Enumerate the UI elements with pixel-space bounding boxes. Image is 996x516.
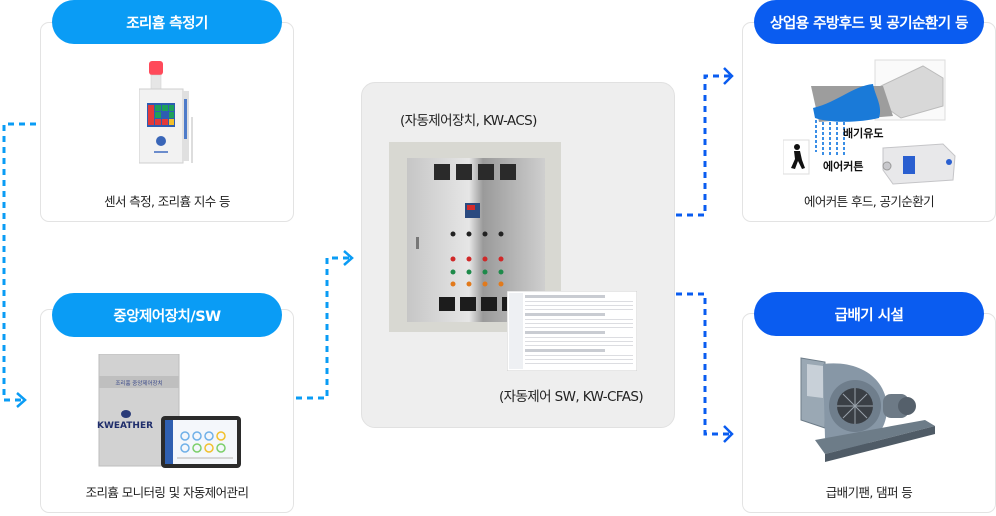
central-node: 조리흄 중앙제어장치 KWEATHER 조리흄 모니터링 및 자동제어관리: [40, 309, 294, 513]
hood-caption: 에어커튼 후드, 공기순환기: [803, 194, 935, 209]
edge-sensor-to-central: [2, 122, 36, 408]
hood-title-pill: 상업용 주방후드 및 공기순환기 등: [754, 0, 984, 44]
fan-node: 급배기팬, 댐퍼 등: [742, 313, 996, 513]
edge-central-to-controller: [296, 250, 354, 400]
arrow-head-icon: [343, 250, 354, 266]
central-control-image: 조리흄 중앙제어장치 KWEATHER: [97, 354, 241, 468]
arrow-head-icon: [723, 67, 734, 85]
sensor-device-image: [139, 61, 193, 164]
fan-title-pill: 급배기 시설: [754, 292, 984, 336]
central-title-pill: 중앙제어장치/SW: [52, 293, 282, 337]
hood-label-exhaust: 배기유도: [843, 126, 883, 140]
control-software-screenshot: [507, 291, 637, 371]
sensor-caption: 센서 측정, 조리흄 지수 등: [104, 194, 230, 209]
edge-controller-to-fan: [676, 292, 734, 443]
hood-label-aircurtain: 에어커튼: [823, 159, 863, 173]
hood-node: 배기유도 에어커튼 에어커튼 후드, 공기순환기: [742, 22, 996, 222]
centrifugal-fan-image: [800, 357, 935, 462]
walking-person-icon: [791, 144, 805, 169]
device-label: 조리흄 중앙제어장치: [115, 379, 162, 387]
arrow-head-icon: [16, 392, 27, 408]
controller-sw-label: (자동제어 SW, KW-CFAS): [499, 389, 644, 405]
controller-node: (자동제어장치, KW-ACS): [361, 82, 675, 428]
brand-logo: KWEATHER: [97, 421, 153, 431]
controller-hw-label: (자동제어장치, KW-ACS): [400, 113, 537, 129]
sensor-title-pill: 조리흄 측정기: [52, 0, 282, 44]
edge-controller-to-hood: [676, 67, 734, 217]
fan-caption: 급배기팬, 댐퍼 등: [825, 485, 913, 500]
hood-and-ventilator-image: 배기유도 에어커튼: [783, 59, 956, 185]
arrow-head-icon: [723, 425, 734, 443]
sensor-node: 센서 측정, 조리흄 지수 등: [40, 22, 294, 222]
central-caption: 조리흄 모니터링 및 자동제어관리: [85, 485, 249, 500]
